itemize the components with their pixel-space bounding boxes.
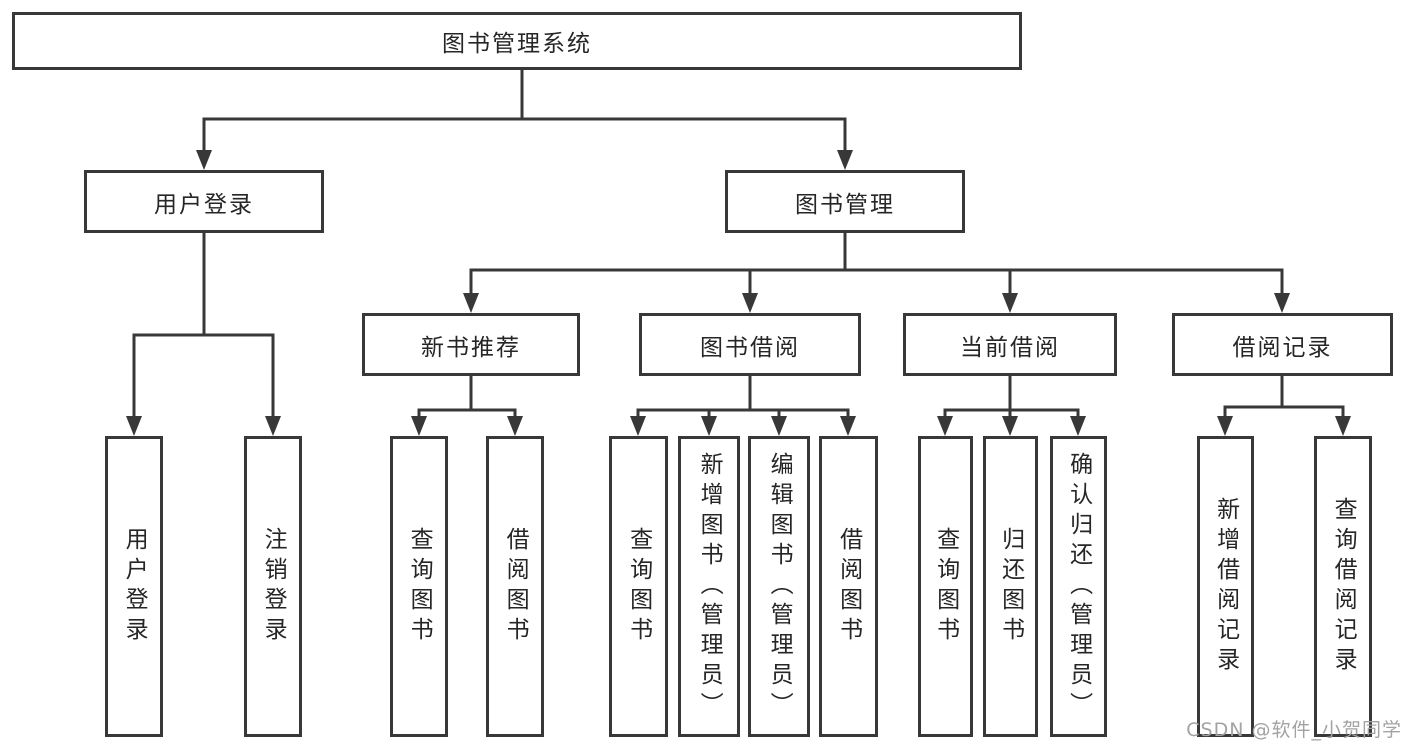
vertical-label: 新增图书（管理员） [696,451,723,722]
leaf-records-query-borrow-record: 查询借阅记录 [1314,436,1372,737]
vertical-label: 查询图书 [406,526,433,647]
connector-book-borrowing-to-children [636,376,850,419]
leaf-current-confirm-return-admin: 确认归还（管理员） [1050,436,1107,737]
csdn-watermark: CSDN @软件_小贺同学 [1186,719,1402,741]
leaf-recommend-borrow-books: 借阅图书 [486,436,544,737]
leaf-borrowing-edit-books-admin: 编辑图书（管理员） [748,436,810,737]
leaf-records-add-borrow-record: 新增借阅记录 [1197,436,1254,737]
leaf-user-login: 用户登录 [105,436,163,737]
connector-book-management-to-level3 [469,233,1284,296]
leaf-recommend-query-books: 查询图书 [390,436,448,737]
leaf-borrowing-borrow-books: 借阅图书 [819,436,878,737]
node-user-login: 用户登录 [84,170,324,233]
connector-current-borrowing-to-children [943,376,1080,419]
connector-new-book-recommendation-to-children [417,376,517,419]
connector-root-to-level2 [202,70,847,154]
leaf-borrowing-query-books: 查询图书 [609,436,668,737]
node-current-borrowing: 当前借阅 [903,313,1117,376]
node-book-borrowing: 图书借阅 [639,313,861,376]
leaf-logout: 注销登录 [244,436,302,737]
vertical-label: 查询借阅记录 [1330,496,1357,677]
vertical-label: 查询图书 [625,526,652,647]
vertical-label: 借阅图书 [502,526,529,647]
vertical-label: 编辑图书（管理员） [766,451,793,722]
vertical-label: 查询图书 [932,526,959,647]
vertical-label: 用户登录 [121,526,148,647]
arrowheads [126,150,1351,436]
connector-user-login-to-children [132,233,275,419]
vertical-label: 归还图书 [997,526,1024,647]
connector-borrowing-records-to-children [1223,376,1345,419]
leaf-borrowing-add-books-admin: 新增图书（管理员） [678,436,740,737]
vertical-label: 确认归还（管理员） [1065,451,1092,722]
leaf-current-query-books: 查询图书 [918,436,973,737]
leaf-current-return-books: 归还图书 [983,436,1038,737]
node-book-management: 图书管理 [725,170,965,233]
node-library-management-system: 图书管理系统 [12,12,1022,70]
vertical-label: 借阅图书 [835,526,862,647]
vertical-label: 新增借阅记录 [1212,496,1239,677]
node-new-book-recommendation: 新书推荐 [362,313,580,376]
vertical-label: 注销登录 [260,526,287,647]
node-borrowing-records: 借阅记录 [1172,313,1393,376]
